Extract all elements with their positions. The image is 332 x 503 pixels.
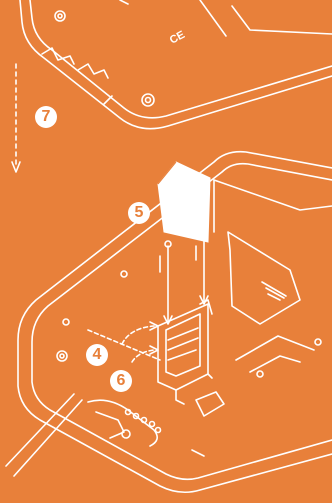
step-badge-7: 7 — [35, 106, 57, 128]
back-cover — [20, 0, 332, 129]
ce-mark: CE — [168, 29, 187, 47]
sim-tray — [158, 300, 212, 404]
step-badge-6: 6 — [110, 370, 132, 392]
small-chip — [196, 392, 224, 416]
step-badge-4: 4 — [86, 344, 108, 366]
camera-ring — [57, 351, 67, 361]
screw-hole — [142, 94, 154, 106]
screw-hole — [55, 11, 65, 21]
step-badge-5: 5 — [128, 202, 150, 224]
